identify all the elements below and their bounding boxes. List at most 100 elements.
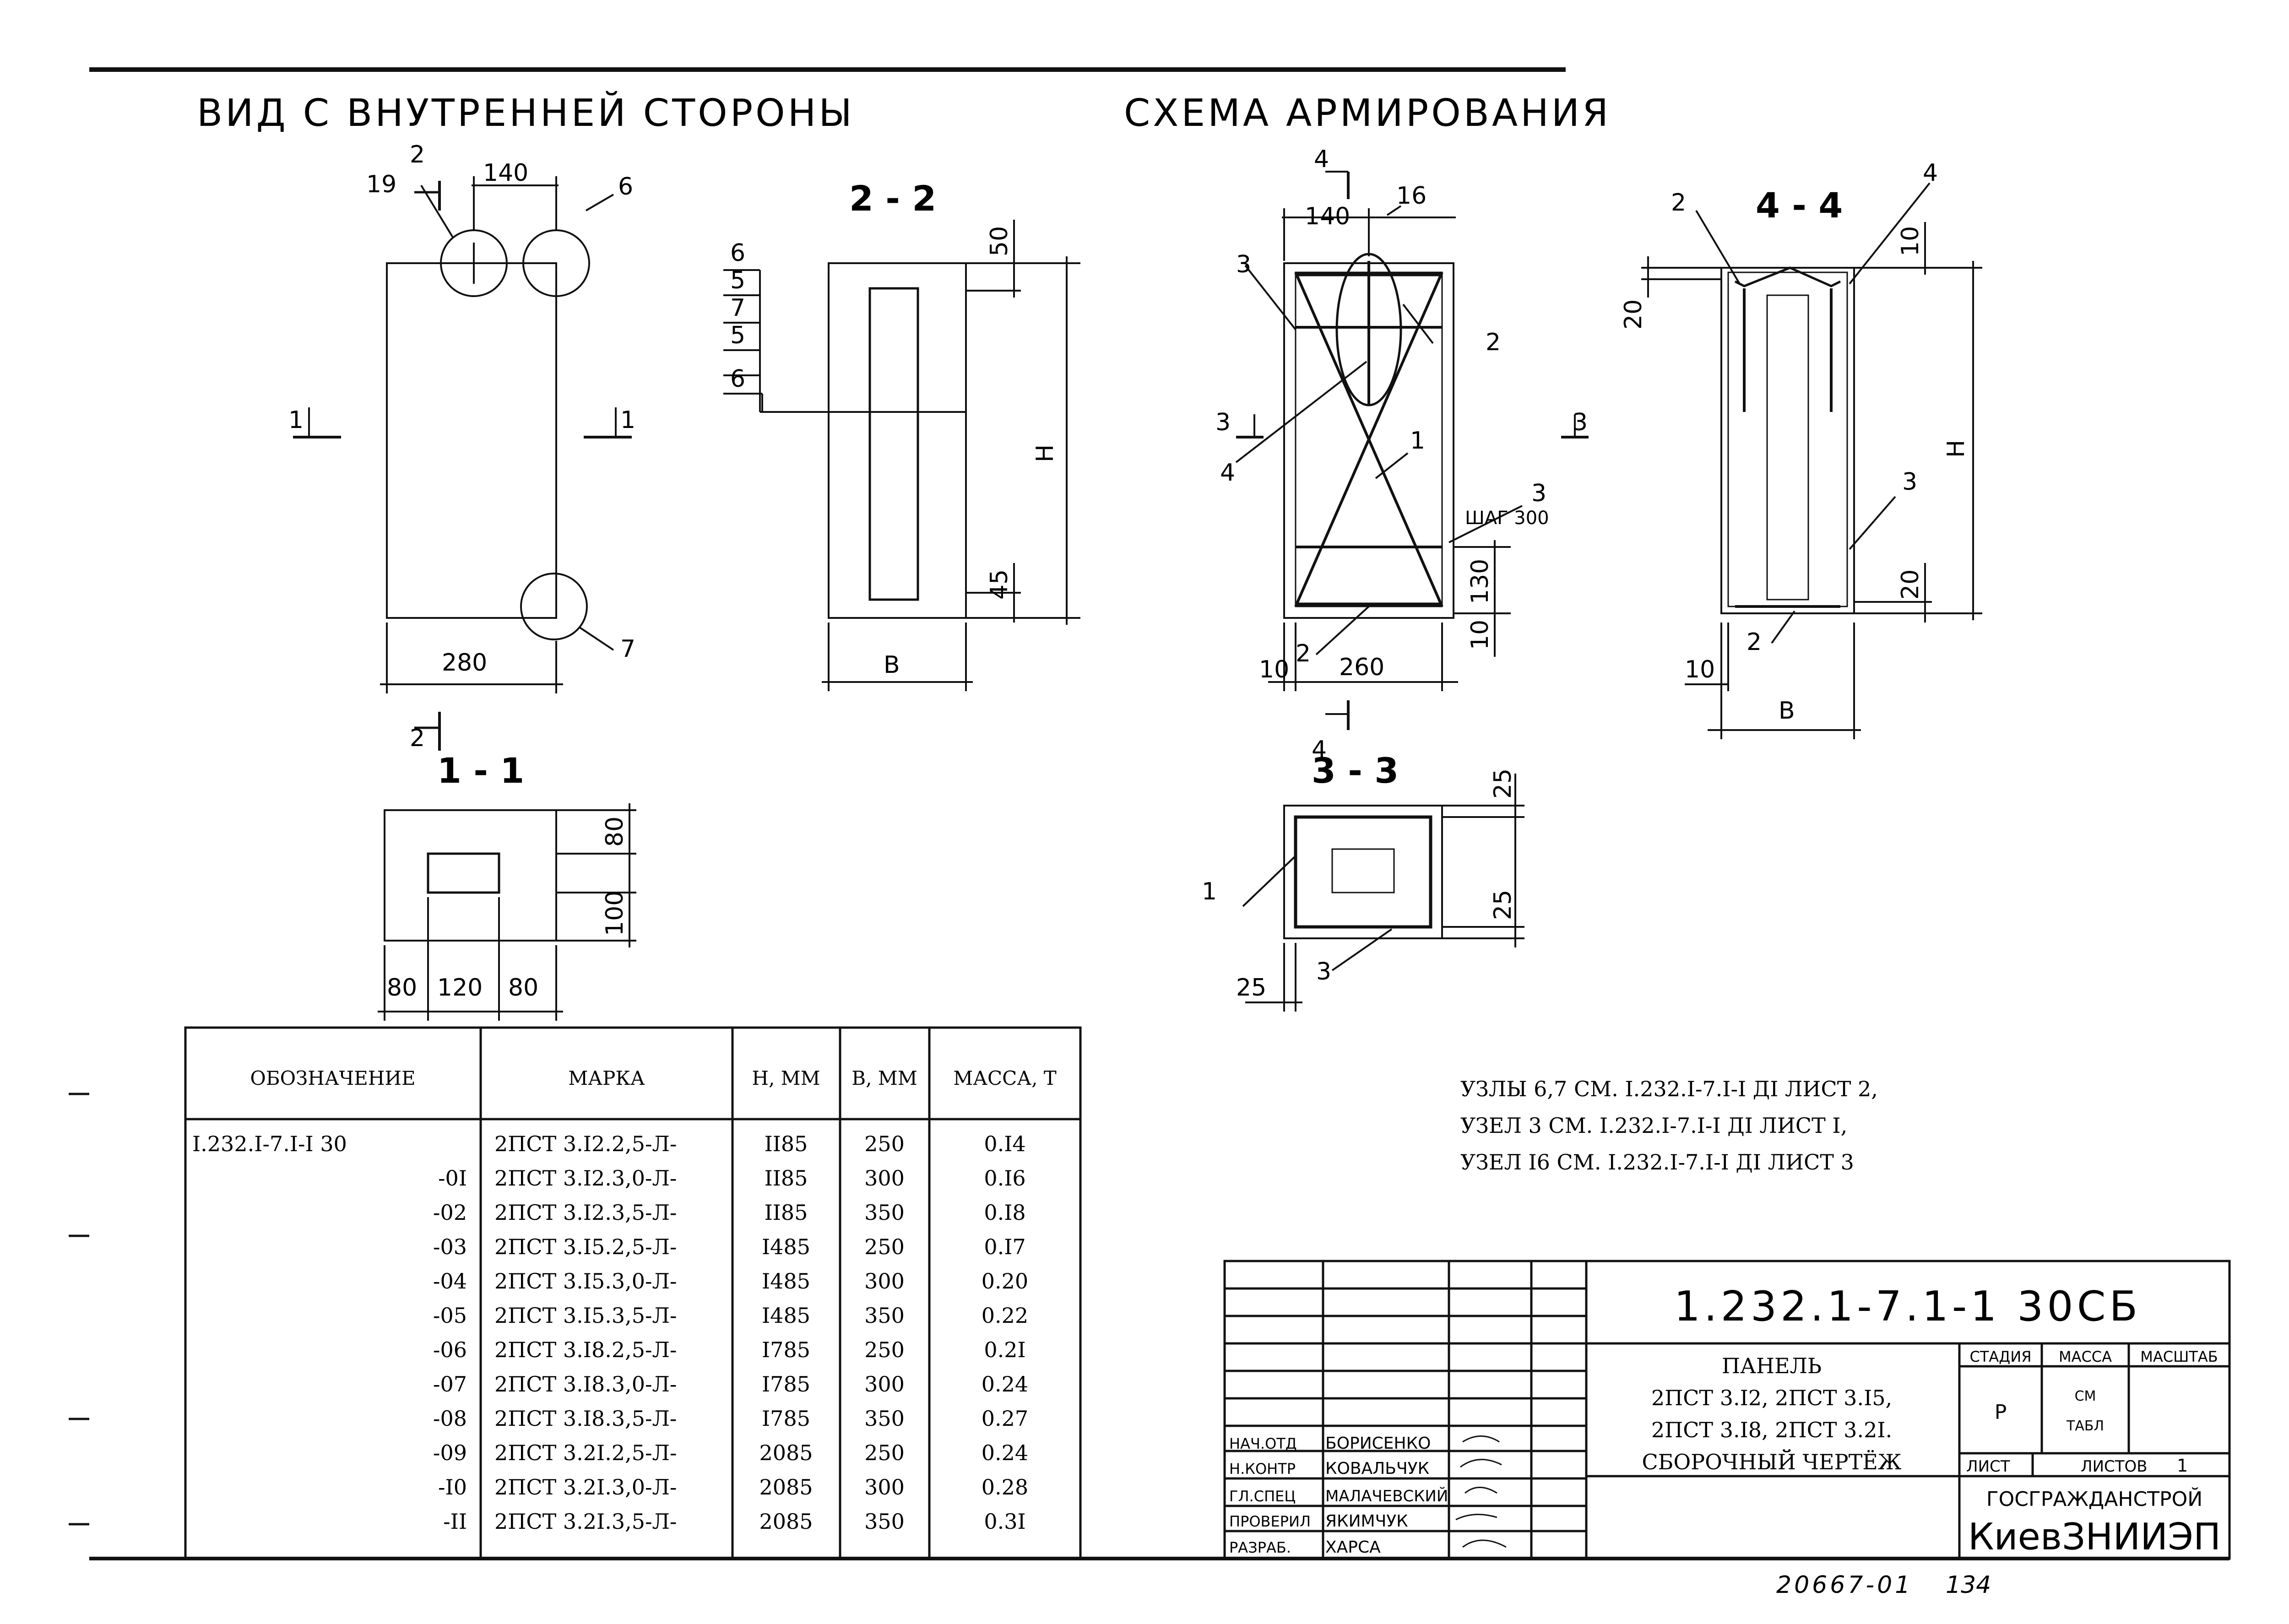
cell-h: I785 bbox=[762, 1337, 810, 1362]
cell-mass: 0.I4 bbox=[984, 1131, 1025, 1156]
cell-mass: 0.24 bbox=[982, 1440, 1028, 1465]
section-2-2 bbox=[723, 220, 1080, 691]
title-line-3: 2ПСТ 3.I8, 2ПСТ 3.2I. bbox=[1651, 1418, 1892, 1442]
cell-mass: 0.24 bbox=[982, 1372, 1028, 1397]
cell-mass: 0.20 bbox=[982, 1269, 1028, 1294]
dim-h-4-4: Н bbox=[1942, 440, 1970, 458]
mark-3-front: 3 bbox=[1236, 251, 1251, 278]
dim-50: 50 bbox=[986, 226, 1013, 256]
cell-designation: -09 bbox=[433, 1440, 467, 1465]
cell-designation: -06 bbox=[433, 1337, 467, 1362]
cell-h: I485 bbox=[762, 1234, 810, 1259]
cell-mass: 0.27 bbox=[982, 1406, 1028, 1431]
cell-h: 2085 bbox=[759, 1440, 813, 1465]
dim-b-2-2: В bbox=[884, 651, 900, 679]
dim-25-33-bottom: 25 bbox=[1236, 974, 1266, 1001]
cell-mass: 0.3I bbox=[984, 1509, 1025, 1534]
layer-6-b: 6 bbox=[730, 365, 745, 393]
cell-mass: 0.28 bbox=[982, 1475, 1028, 1499]
mark-6-view: 6 bbox=[618, 173, 633, 200]
cell-h: 2085 bbox=[759, 1509, 813, 1534]
title-block-grid bbox=[1223, 1260, 2231, 1560]
sheets-count: 1 bbox=[2177, 1456, 2188, 1476]
dim-20-44-top: 20 bbox=[1620, 299, 1647, 330]
role-norm-control: Н.КОНТР bbox=[1229, 1460, 1296, 1478]
name-chief-spec: МАЛАЧЕВСКИЙ bbox=[1325, 1487, 1448, 1505]
header-designation: ОБОЗНАЧЕНИЕ bbox=[250, 1067, 415, 1089]
mark-2-front: 2 bbox=[1486, 329, 1501, 356]
header-mark: МАРКА bbox=[568, 1067, 645, 1089]
mark-2-44-top: 2 bbox=[1671, 189, 1686, 217]
section-1-1-title: 1 - 1 bbox=[437, 750, 524, 791]
cell-designation: -I0 bbox=[438, 1475, 467, 1499]
scale-header: МАСШТАБ bbox=[2140, 1348, 2218, 1365]
dim-140-b: 140 bbox=[1305, 203, 1350, 230]
layer-7: 7 bbox=[730, 294, 745, 322]
cell-b: 250 bbox=[864, 1337, 905, 1362]
cell-designation: -04 bbox=[433, 1269, 467, 1294]
cut-3-left: 3 bbox=[1215, 409, 1231, 436]
sheets-label: ЛИСТОВ bbox=[2081, 1457, 2148, 1476]
cell-mark: 2ПСТ 3.2I.2,5-Л- bbox=[494, 1440, 677, 1465]
cell-h: I785 bbox=[762, 1406, 810, 1431]
cell-mark: 2ПСТ 3.I5.3,0-Л- bbox=[494, 1269, 677, 1294]
org-line-1: ГОСГРАЖДАНСТРОЙ bbox=[1986, 1487, 2202, 1511]
cut-4-top: 4 bbox=[1314, 146, 1329, 173]
step-300-label: ШАГ 300 bbox=[1465, 508, 1549, 529]
stage-header: СТАДИЯ bbox=[1970, 1348, 2032, 1365]
cut-2-top: 2 bbox=[410, 141, 425, 168]
cell-designation: -0I bbox=[438, 1166, 467, 1191]
dim-100: 100 bbox=[601, 891, 629, 936]
marks-table-grid bbox=[184, 1026, 1082, 1560]
note-line-1: УЗЛЫ 6,7 СМ. I.232.I-7.I-I ДI ЛИСТ 2, bbox=[1460, 1077, 1878, 1101]
org-line-2: КиевЗНИИЭП bbox=[1968, 1516, 2221, 1558]
marks-table-header: ОБОЗНАЧЕНИЕ МАРКА Н, ММ В, ММ МАССА, Т bbox=[250, 1067, 1056, 1089]
cell-mark: 2ПСТ 3.I2.3,0-Л- bbox=[494, 1166, 677, 1191]
section-1-1 bbox=[378, 803, 636, 1021]
cell-mass: 0.I6 bbox=[984, 1166, 1025, 1191]
cell-b: 350 bbox=[864, 1406, 905, 1431]
dim-80-v: 80 bbox=[601, 817, 629, 847]
inner-side-view-title: ВИД С ВНУТРЕННЕЙ СТОРОНЫ bbox=[197, 91, 855, 135]
signature-marks bbox=[1455, 1435, 1507, 1548]
section-2-2-title: 2 - 2 bbox=[849, 178, 936, 219]
dim-b-4-4: В bbox=[1779, 697, 1795, 725]
mass-header: МАССА bbox=[2059, 1348, 2112, 1365]
dim-45: 45 bbox=[986, 569, 1013, 600]
note-line-2: УЗЕЛ 3 СМ. I.232.I-7.I-I ДI ЛИСТ I, bbox=[1460, 1113, 1847, 1138]
mass-value-1: СМ bbox=[2075, 1388, 2096, 1404]
dim-280: 280 bbox=[442, 649, 487, 677]
dim-20-44-bottom: 20 bbox=[1897, 569, 1924, 600]
section-3-3 bbox=[1242, 774, 1524, 1012]
cut-4-bottom: 4 bbox=[1312, 736, 1327, 763]
reinforcement-front-view bbox=[1235, 171, 1589, 730]
mark-7-view: 7 bbox=[620, 635, 635, 663]
mark-3-33: 3 bbox=[1316, 958, 1331, 985]
mark-3-step: 3 bbox=[1531, 480, 1546, 507]
cell-designation: -II bbox=[443, 1509, 467, 1534]
role-head: НАЧ.ОТД bbox=[1229, 1435, 1297, 1452]
inner-side-view bbox=[293, 176, 632, 751]
cell-mark: 2ПСТ 3.2I.3,0-Л- bbox=[494, 1475, 677, 1499]
dim-10-front: 10 bbox=[1259, 656, 1289, 683]
cell-b: 350 bbox=[864, 1200, 905, 1225]
mark-2-bottom: 2 bbox=[1296, 640, 1311, 667]
name-checked: ЯКИМЧУК bbox=[1325, 1512, 1408, 1531]
cell-b: 300 bbox=[864, 1269, 905, 1294]
dim-10-44: 10 bbox=[1685, 656, 1715, 683]
section-4-4 bbox=[1641, 182, 1982, 739]
role-checked: ПРОВЕРИЛ bbox=[1229, 1513, 1311, 1530]
dim-25-33-right: 25 bbox=[1489, 890, 1517, 920]
dim-140-a: 140 bbox=[483, 159, 528, 187]
mark-2-44-bottom: 2 bbox=[1747, 628, 1762, 656]
cell-designation: -07 bbox=[433, 1372, 467, 1397]
dim-120: 120 bbox=[437, 974, 483, 1001]
